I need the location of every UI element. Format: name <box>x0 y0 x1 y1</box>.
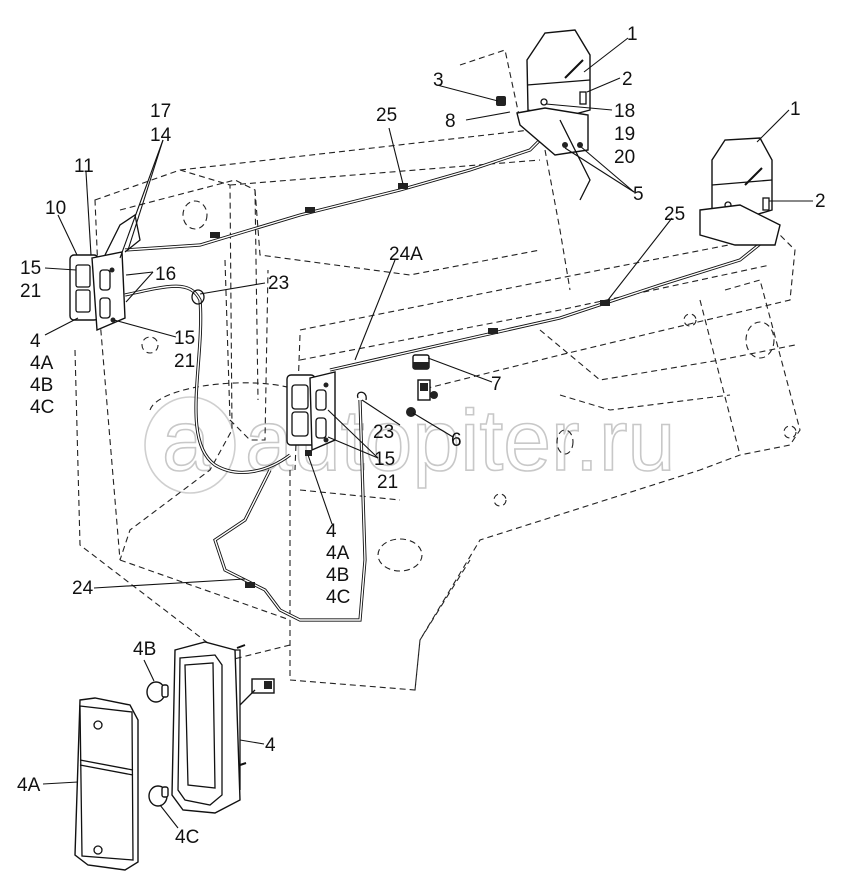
callout-23-left: 23 <box>268 273 289 294</box>
callout-24A: 24A <box>389 244 423 265</box>
callout-6: 6 <box>451 430 462 451</box>
callout-25-upper: 25 <box>376 105 397 126</box>
relay-7 <box>412 354 438 401</box>
callout-21-left-lower: 21 <box>174 351 195 372</box>
bulb-4B <box>146 681 169 703</box>
callout-4C-left: 4C <box>30 397 54 418</box>
callout-5: 5 <box>633 184 644 205</box>
callout-7: 7 <box>491 374 502 395</box>
callout-4A-center: 4A <box>326 543 350 564</box>
lamp-housing-4 <box>171 641 275 814</box>
callout-4A-left: 4A <box>30 353 54 374</box>
callout-1-upper: 1 <box>627 24 638 45</box>
callout-4B-center: 4B <box>326 565 349 586</box>
callout-3: 3 <box>433 70 444 91</box>
callout-2-right: 2 <box>815 191 826 212</box>
callout-labels: 1 2 18 19 20 3 8 5 1 2 25 25 17 14 11 10… <box>17 24 826 848</box>
callout-8: 8 <box>445 111 456 132</box>
work-lamp-upper <box>516 29 591 201</box>
callout-4-exploded: 4 <box>265 735 276 756</box>
callout-4B-exploded: 4B <box>133 639 156 660</box>
callout-4A-exploded: 4A <box>17 775 41 796</box>
callout-2-upper: 2 <box>622 69 633 90</box>
watermark-logo-letter: a <box>162 393 210 489</box>
switch-3 <box>496 96 506 106</box>
leader-lines <box>42 37 813 829</box>
callout-17: 17 <box>150 101 171 122</box>
rear-lamp-center <box>286 371 336 456</box>
wiring-harness <box>124 133 766 622</box>
callout-14: 14 <box>150 125 172 146</box>
callout-4B-left: 4B <box>30 375 53 396</box>
callout-11: 11 <box>74 156 94 177</box>
grommet-6 <box>406 407 416 417</box>
callout-15-center: 15 <box>374 449 395 470</box>
bulb-4C <box>148 785 169 807</box>
callout-19: 19 <box>614 124 635 145</box>
callout-10: 10 <box>45 198 66 219</box>
callout-1-right: 1 <box>790 99 801 120</box>
callout-4-left: 4 <box>30 331 41 352</box>
callout-21-center: 21 <box>377 472 398 493</box>
callout-4-center: 4 <box>326 521 337 542</box>
callout-15-left: 15 <box>20 258 41 279</box>
callout-4C-center: 4C <box>326 587 350 608</box>
callout-18: 18 <box>614 101 635 122</box>
callout-4C-exploded: 4C <box>175 827 199 848</box>
callout-15-left-lower: 15 <box>174 328 195 349</box>
callout-21-left: 21 <box>20 281 41 302</box>
callout-23-center: 23 <box>373 422 394 443</box>
callout-16: 16 <box>155 264 176 285</box>
rear-lamp-left <box>69 213 141 332</box>
callout-20: 20 <box>614 147 635 168</box>
lamp-lens-4A <box>74 697 139 871</box>
callout-25-right: 25 <box>664 204 685 225</box>
callout-24: 24 <box>72 578 94 599</box>
work-lamp-right <box>699 137 781 246</box>
